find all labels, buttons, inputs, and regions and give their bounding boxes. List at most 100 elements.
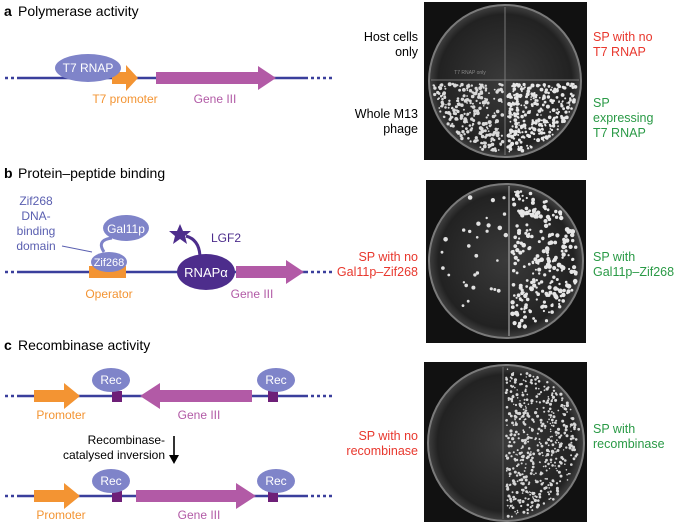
colony-dot xyxy=(521,135,525,139)
colony-dot xyxy=(439,94,443,98)
colony-dot xyxy=(545,214,551,220)
colony-dot xyxy=(463,99,468,103)
colony-dot xyxy=(539,131,544,135)
colony-dot xyxy=(560,442,563,444)
colony-dot xyxy=(530,98,532,101)
colony-dot xyxy=(543,410,546,413)
domain-pointer xyxy=(61,245,93,253)
colony-dot xyxy=(511,385,514,388)
plate-c-left-line2: recombinase xyxy=(346,444,418,458)
colony-dot xyxy=(561,244,566,250)
colony-dot xyxy=(484,89,488,92)
colony-dot xyxy=(532,375,535,378)
colony-dot xyxy=(469,140,472,143)
colony-dot xyxy=(522,265,526,268)
gene-iii-arrow-c-top xyxy=(140,383,252,409)
colony-dot xyxy=(470,94,475,99)
colony-dot xyxy=(539,280,544,284)
colony-dot xyxy=(552,291,557,297)
colony-dot xyxy=(547,444,550,447)
colony-dot xyxy=(454,105,458,109)
colony-dot xyxy=(521,90,523,93)
colony-dot xyxy=(521,458,523,461)
colony-dot xyxy=(560,434,563,437)
colony-dot xyxy=(551,453,553,456)
colony-dot xyxy=(508,451,511,455)
zif268-blob xyxy=(91,252,127,272)
colony-dot xyxy=(562,406,564,409)
colony-dot xyxy=(476,221,481,226)
colony-dot xyxy=(520,462,523,465)
rec-label-c-top-right: Rec xyxy=(265,373,286,387)
t7-rnap-blob xyxy=(55,54,121,82)
colony-dot xyxy=(441,266,445,270)
colony-dot xyxy=(548,487,550,489)
colony-dot xyxy=(512,467,515,470)
inversion-arrow-head xyxy=(169,455,179,464)
colony-dot xyxy=(505,388,509,392)
colony-dot xyxy=(507,444,511,448)
promoter-label-c-top: Promoter xyxy=(36,408,85,422)
colony-dot xyxy=(530,200,535,205)
colony-dot xyxy=(518,402,522,406)
colony-dot xyxy=(541,451,544,454)
colony-dot xyxy=(561,252,566,257)
colony-dot xyxy=(556,128,559,131)
gene-iii-arrow-a xyxy=(156,66,276,90)
rec-blob-c-top-right xyxy=(257,368,295,392)
colony-dot xyxy=(542,300,547,304)
colony-dot xyxy=(569,269,574,274)
colony-dot xyxy=(545,455,547,457)
colony-dot xyxy=(555,233,560,238)
colony-dot xyxy=(522,510,526,514)
colony-dot xyxy=(486,101,490,105)
colony-dot xyxy=(514,430,518,434)
colony-dot xyxy=(548,493,551,496)
colony-dot xyxy=(526,503,530,507)
colony-dot xyxy=(535,119,538,122)
colony-dot xyxy=(521,414,525,418)
panel-a-letter: a xyxy=(4,3,12,19)
colony-dot xyxy=(513,378,518,382)
colony-dot xyxy=(548,450,551,453)
colony-dot xyxy=(532,210,536,214)
colony-dot xyxy=(535,279,538,282)
colony-dot xyxy=(563,294,566,297)
colony-dot xyxy=(480,134,485,139)
colony-dot xyxy=(493,112,496,115)
colony-dot xyxy=(444,106,447,109)
colony-dot xyxy=(443,95,447,99)
colony-dot xyxy=(535,298,538,301)
colony-dot xyxy=(470,84,473,87)
colony-dot xyxy=(528,191,533,196)
colony-dot xyxy=(510,300,515,305)
colony-dot xyxy=(554,461,556,464)
colony-dot xyxy=(494,149,498,153)
colony-dot xyxy=(515,458,519,462)
colony-dot xyxy=(520,439,523,441)
colony-dot xyxy=(539,257,544,263)
colony-dot xyxy=(549,422,552,425)
colony-dot xyxy=(571,99,576,104)
colony-dot xyxy=(532,97,535,100)
colony-dot xyxy=(521,249,525,253)
colony-dot xyxy=(555,451,557,453)
colony-dot xyxy=(564,115,569,120)
colony-dot xyxy=(511,113,514,116)
colony-dot xyxy=(564,234,568,238)
colony-dot xyxy=(485,116,488,119)
colony-dot xyxy=(556,469,559,472)
colony-dot xyxy=(545,136,549,140)
colony-dot xyxy=(555,278,559,281)
colony-dot xyxy=(558,101,560,104)
colony-dot xyxy=(530,131,534,135)
plate-a-right-bottom-line1: SP xyxy=(593,96,610,110)
colony-dot xyxy=(497,225,503,231)
colony-dot xyxy=(513,294,516,297)
colony-dot xyxy=(525,372,529,375)
colony-dot xyxy=(533,498,538,503)
colony-dot xyxy=(512,202,517,207)
colony-dot xyxy=(484,97,486,100)
colony-dot xyxy=(507,139,511,143)
colony-dot xyxy=(512,82,515,86)
